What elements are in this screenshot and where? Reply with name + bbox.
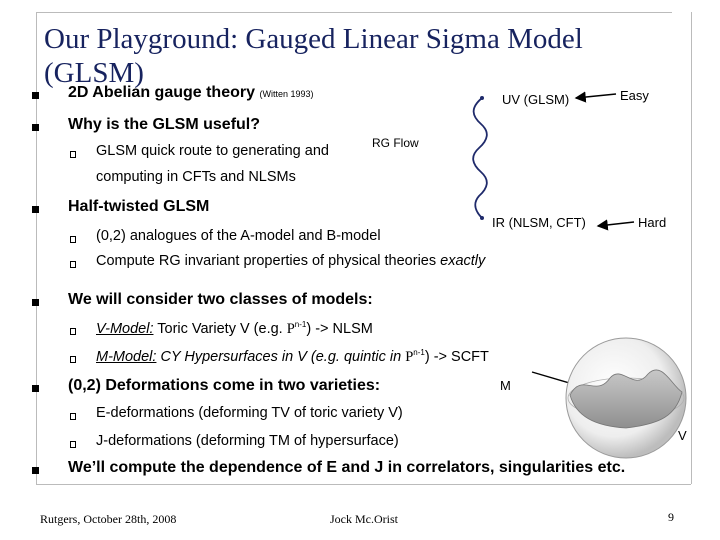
bullet-marker (32, 206, 39, 213)
sphere-hypersurface-illustration (565, 337, 687, 459)
bullet-gauge-theory-text: 2D Abelian gauge theory (68, 84, 255, 101)
easy-arrow (574, 91, 617, 103)
m-model-end: ) -> SCFT (424, 348, 489, 365)
bullet-marker (32, 385, 39, 392)
sub-bullet-marker (70, 356, 76, 363)
slide-frame-right (691, 12, 692, 484)
rg-invariant-text: Compute RG invariant properties of physi… (96, 253, 441, 269)
footer-venue-date: Rutgers, October 28th, 2008 (40, 512, 177, 526)
bullet-compute-dependence: We’ll compute the dependence of E and J … (68, 459, 626, 476)
sub-bullet-quick-route: GLSM quick route to generating and (96, 143, 329, 159)
uv-glsm-label: UV (GLSM) (502, 92, 570, 107)
v-model-end: ) -> NLSM (306, 320, 373, 337)
projective-space-symbol: P (286, 320, 295, 337)
bullet-half-twisted: Half-twisted GLSM (68, 198, 210, 215)
sub-bullet-marker (70, 261, 76, 268)
sub-bullet-rg-invariant: Compute RG invariant properties of physi… (96, 253, 485, 269)
easy-label: Easy (620, 88, 649, 103)
sub-bullet-marker (70, 328, 76, 335)
v-label: V (678, 428, 687, 443)
bullet-gauge-theory: 2D Abelian gauge theory (Witten 1993) (68, 84, 313, 102)
rg-invariant-exactly: exactly (440, 253, 486, 269)
footer-author: Jock Mc.Orist (330, 512, 398, 526)
bullet-marker (32, 299, 39, 306)
ir-label: IR (NLSM, CFT) (492, 215, 586, 230)
hard-arrow (596, 219, 635, 231)
sub-bullet-m-model: M-Model: CY Hypersurfaces in V (e.g. qui… (96, 348, 489, 366)
uv-dot (480, 96, 484, 100)
rg-flow-label: RG Flow (372, 136, 419, 150)
citation-witten: (Witten 1993) (259, 89, 314, 99)
sub-bullet-v-model: V-Model: Toric Variety V (e.g. Pn-1) -> … (96, 320, 373, 338)
sub-bullet-analogues: (0,2) analogues of the A-model and B-mod… (96, 228, 381, 244)
slide-frame-bottom (36, 484, 691, 485)
sub-bullet-marker (70, 441, 76, 448)
ir-dot (480, 216, 484, 220)
bullet-marker (32, 92, 39, 99)
hard-label: Hard (638, 215, 667, 230)
bullet-deformations: (0,2) Deformations come in two varieties… (68, 377, 381, 394)
sub-bullet-quick-route-cont: computing in CFTs and NLSMs (96, 169, 296, 185)
v-model-text: Toric Variety V (e.g. (153, 320, 287, 337)
slide-title-line2: (GLSM) (44, 57, 144, 89)
bullet-marker (32, 467, 39, 474)
page-number: 9 (668, 510, 674, 524)
m-model-label: M-Model: (96, 348, 157, 365)
m-model-text: CY Hypersurfaces in V (e.g. quintic in (156, 348, 406, 365)
sub-bullet-j-deformations: J-deformations (deforming TM of hypersur… (96, 433, 399, 449)
bullet-why-glsm: Why is the GLSM useful? (68, 116, 261, 133)
sub-bullet-e-deformations: E-deformations (deforming TV of toric va… (96, 405, 403, 421)
sub-bullet-marker (70, 236, 76, 243)
bullet-marker (32, 124, 39, 131)
m-label: M (500, 378, 511, 393)
projective-space-exponent: n-1 (413, 348, 425, 357)
projective-space-symbol: P (405, 348, 414, 365)
sub-bullet-marker (70, 151, 76, 158)
bullet-two-classes: We will consider two classes of models: (68, 291, 373, 308)
v-model-label: V-Model: (96, 320, 154, 337)
sub-bullet-marker (70, 413, 76, 420)
rg-flow-wavy-line (472, 97, 488, 219)
projective-space-exponent: n-1 (294, 320, 307, 329)
slide-title-line1: Our Playground: Gauged Linear Sigma Mode… (44, 23, 583, 55)
slide-frame-top (36, 12, 672, 13)
slide-frame-left (36, 12, 37, 484)
